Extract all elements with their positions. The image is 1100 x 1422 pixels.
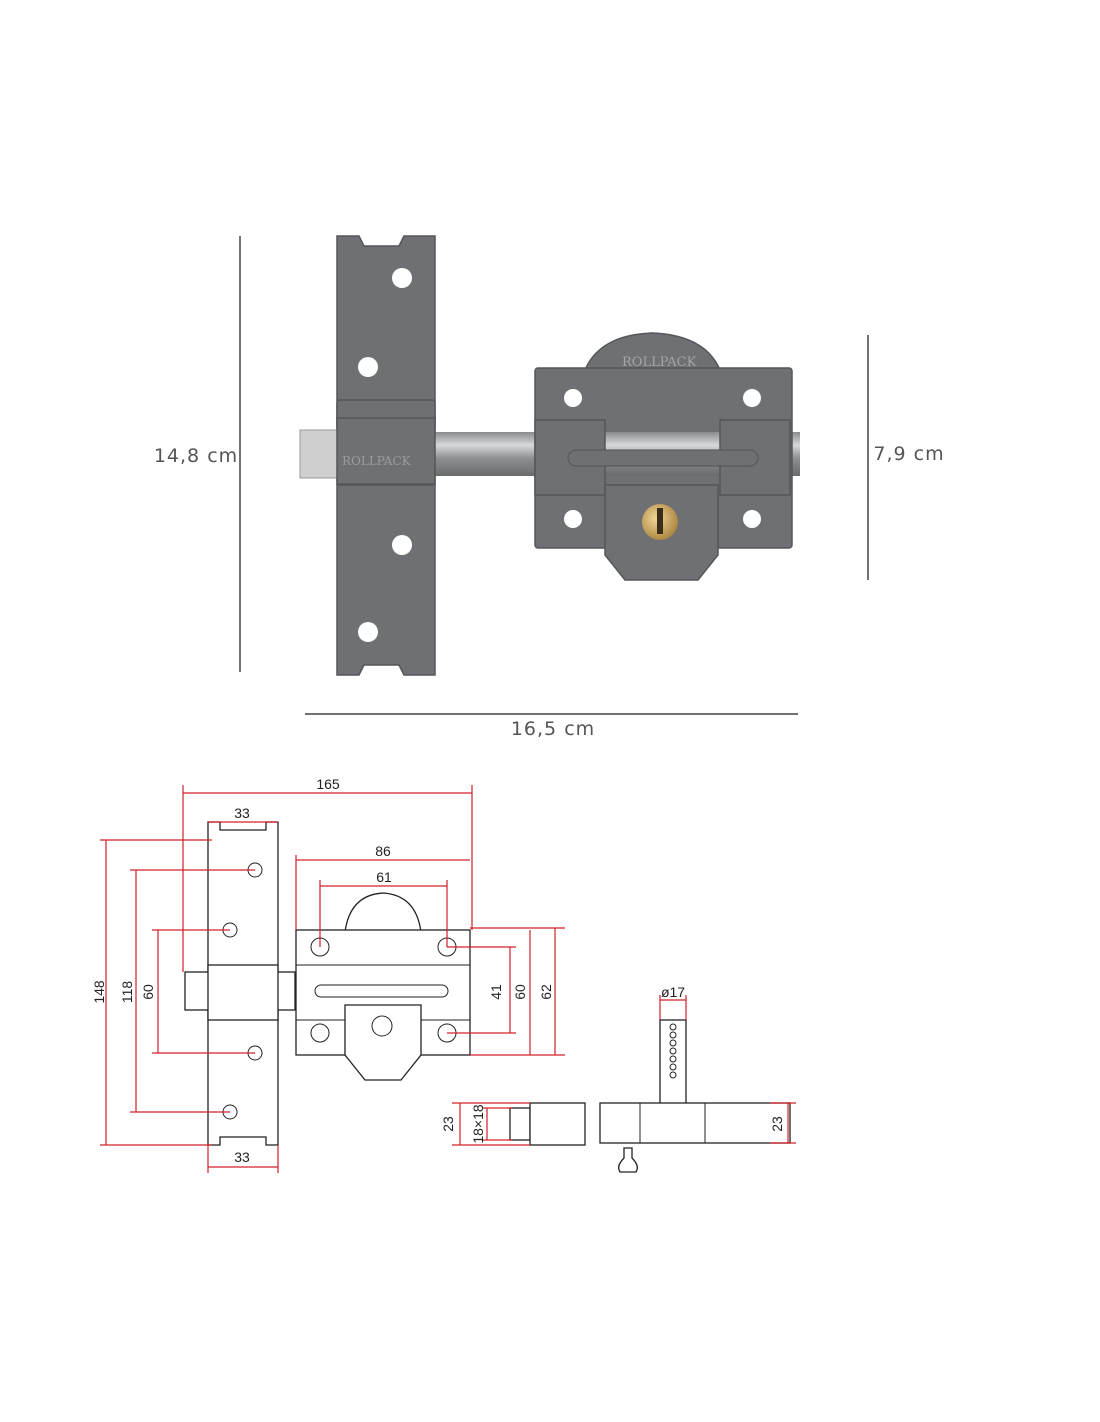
dim-overall-width: 165 bbox=[316, 776, 340, 792]
dim-side-height-left: 23 bbox=[440, 1116, 456, 1132]
logo: ROLLPACK bbox=[622, 355, 697, 370]
photo-measure-lock-height: 7,9 cm bbox=[867, 335, 944, 580]
dim-body-hole-spacing-v: 41 bbox=[488, 984, 504, 1000]
dim-side-height-right: 23 bbox=[769, 1116, 785, 1132]
screw-hole bbox=[392, 535, 412, 555]
technical-drawing-side bbox=[509, 1019, 791, 1173]
dim-hole-spacing-h: 61 bbox=[376, 869, 392, 885]
dim-body-height: 62 bbox=[538, 984, 554, 1000]
lock-photo: ROLLPACK ROLLPACK bbox=[299, 235, 800, 676]
photo-measure-width: 16,5 cm bbox=[305, 713, 798, 740]
height-label: 14,8 cm bbox=[154, 445, 238, 467]
screw-hole bbox=[358, 622, 378, 642]
dim-plate-inner-spacing: 60 bbox=[140, 984, 156, 1000]
width-label: 16,5 cm bbox=[511, 718, 595, 740]
screw-hole bbox=[358, 357, 378, 377]
dim-cylinder-diameter: ø17 bbox=[661, 984, 685, 1000]
photo-measure-height: 14,8 cm bbox=[154, 236, 241, 672]
lock-height-label: 7,9 cm bbox=[873, 443, 944, 465]
dim-body-width: 86 bbox=[375, 843, 391, 859]
dim-plate-hole-spacing: 118 bbox=[119, 981, 135, 1004]
dim-bolt-section: 18×18 bbox=[470, 1104, 486, 1144]
dim-plate-width-bottom: 33 bbox=[234, 1149, 250, 1165]
dim-overall-height: 148 bbox=[91, 980, 107, 1004]
screw-hole bbox=[392, 268, 412, 288]
technical-drawing-front bbox=[184, 821, 471, 1146]
dimension-lines: 165 33 86 61 148 118 60 41 60 62 33 ø17 … bbox=[91, 776, 796, 1173]
dim-body-height-inner: 60 bbox=[512, 984, 528, 1000]
dim-plate-width-top: 33 bbox=[234, 805, 250, 821]
logo-small: ROLLPACK bbox=[342, 454, 412, 468]
